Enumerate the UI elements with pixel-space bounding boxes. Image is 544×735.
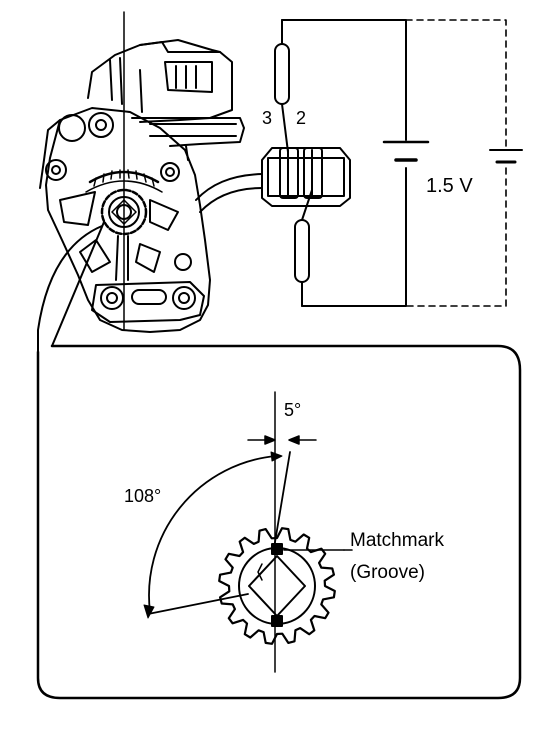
wire-harness xyxy=(195,173,263,213)
detail-panel-border xyxy=(36,344,522,700)
voltage-label: 1.5 V xyxy=(426,175,473,197)
matchmark-label: Matchmark xyxy=(350,530,444,551)
terminal-2-label: 2 xyxy=(296,108,306,128)
small-angle-dimension xyxy=(247,435,317,445)
terminal-3-label: 3 xyxy=(262,108,272,128)
test-probe-top xyxy=(274,19,290,153)
matchmark-offset-line xyxy=(273,451,291,549)
battery-symbol xyxy=(382,140,430,162)
test-probe-bottom xyxy=(294,189,313,307)
large-angle-arc xyxy=(143,451,283,619)
scale-ticks xyxy=(93,169,155,187)
detail-gear xyxy=(218,527,336,645)
actuator-body xyxy=(39,39,245,333)
connector xyxy=(261,147,351,207)
callout-lines xyxy=(37,221,105,353)
alternate-battery-dashed xyxy=(405,19,523,307)
small-angle-label: 5° xyxy=(284,400,301,420)
large-angle-label: 108° xyxy=(124,486,161,506)
groove-label: (Groove) xyxy=(350,562,425,583)
